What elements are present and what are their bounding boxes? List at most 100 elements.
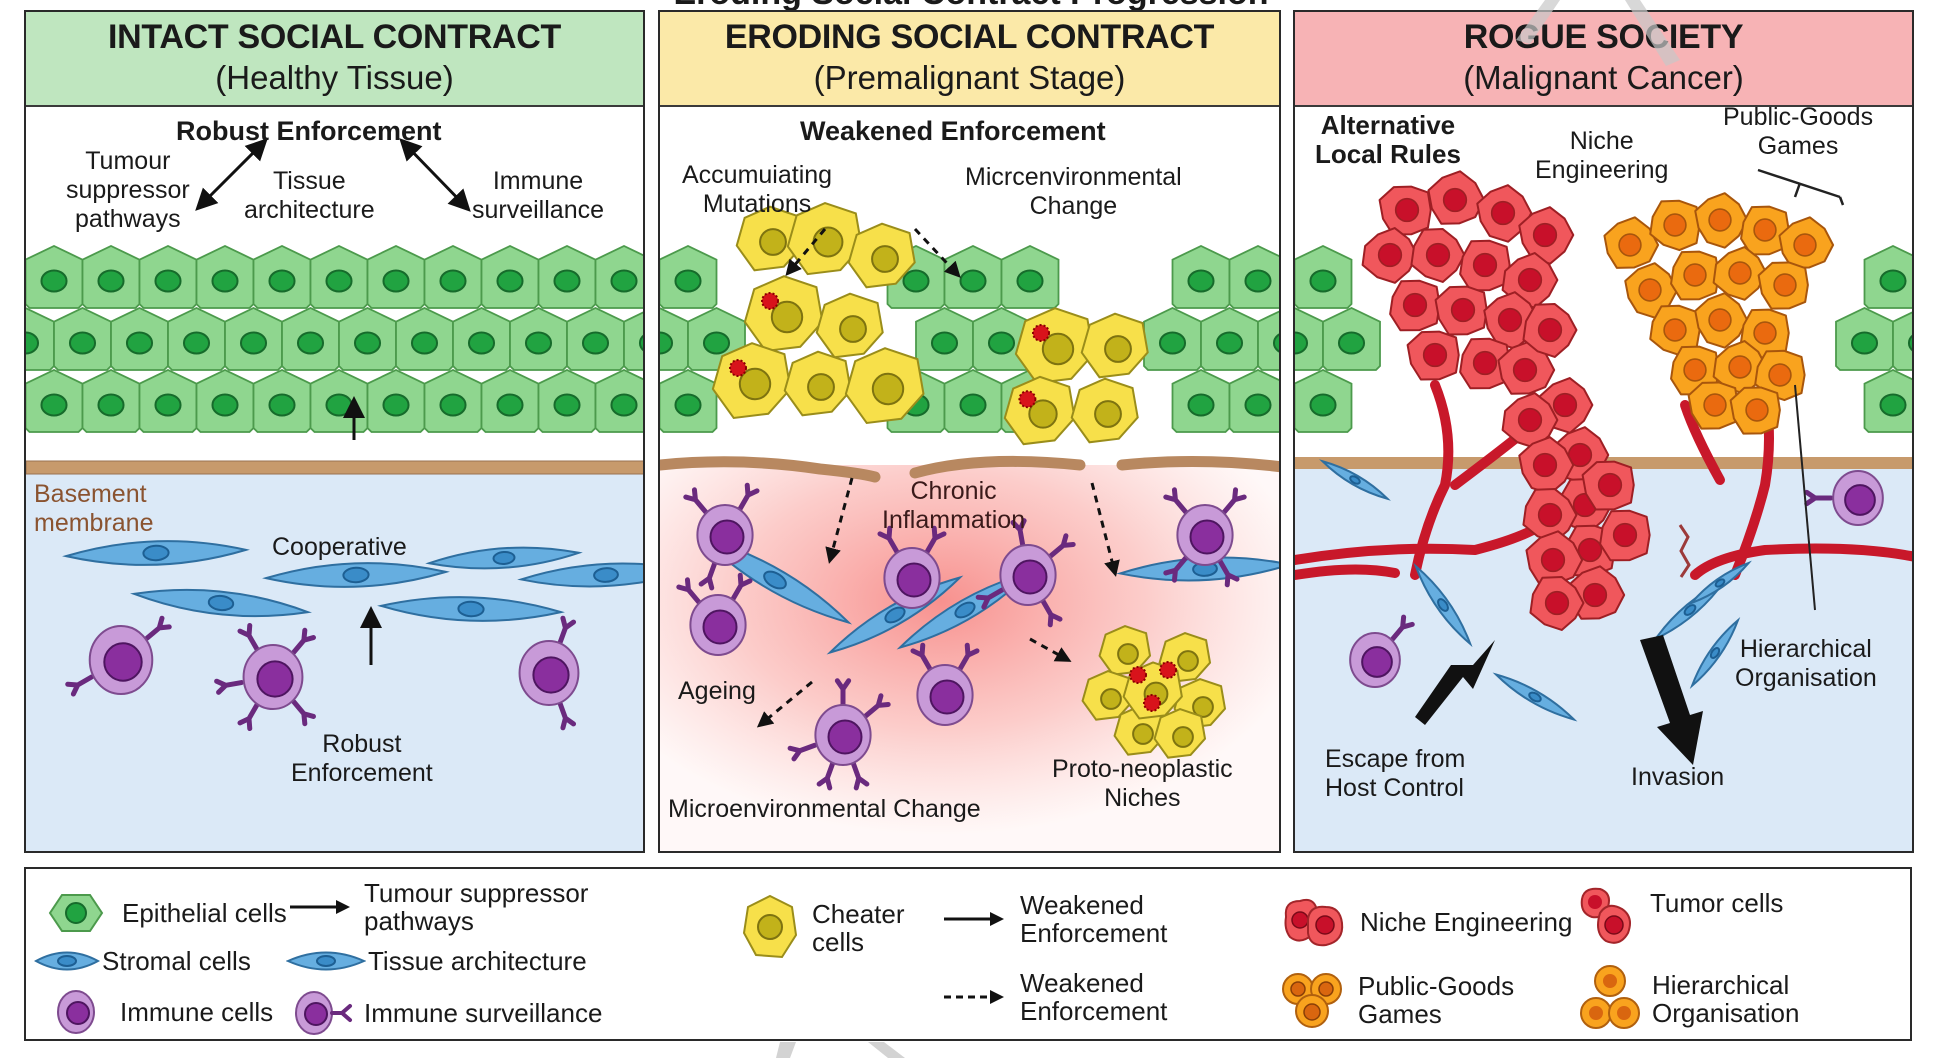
epithelial-cell [195, 245, 255, 309]
legend-label: Immune cells [120, 997, 274, 1027]
blood-vessel [1295, 564, 1400, 580]
legend-label: Tissue architecture [368, 946, 587, 976]
epithelial-cell [1892, 311, 1912, 371]
tumor-cell [1410, 227, 1466, 283]
label-basement-membrane: Basement membrane [34, 480, 154, 537]
tumor-cells-icon [1580, 887, 1631, 944]
cheater-cell [1070, 377, 1139, 444]
immune-cell [683, 482, 760, 591]
epithelium-layer [26, 245, 643, 433]
mutation-mark [729, 359, 747, 377]
tumor-cell [1518, 206, 1575, 265]
label-accumulating-mutations: Accumuiating Mutations [682, 161, 833, 218]
immune-cells [1349, 470, 1884, 688]
public-goods-cell [1649, 304, 1701, 357]
legend-item-weakened-dashed: Weakened Enforcement [942, 969, 1167, 1025]
cheater-cell [735, 205, 804, 272]
immune-cell [910, 642, 980, 726]
public-goods-cell [1740, 205, 1790, 256]
legend-label: Hierarchical Organisation [1652, 970, 1800, 1028]
immune-cell [975, 518, 1076, 628]
legend-item-tissue-architecture: Tissue architecture [286, 947, 587, 975]
epithelial-cell [943, 369, 1003, 433]
solid-arrow-icon [290, 900, 350, 914]
label-ageing: Ageing [678, 677, 756, 705]
tumor-cell [1459, 239, 1511, 292]
figure-title-cut: Eroding Social Contract Progression [0, 0, 1942, 13]
stromal-cell [425, 546, 583, 570]
tumor-cell [1389, 279, 1441, 332]
epithelial-cell [26, 369, 84, 433]
blood-vessel [1410, 380, 1454, 580]
basement-membrane-fragment [909, 455, 1086, 479]
label-cooperative: Cooperative [272, 533, 407, 561]
double-arrow-tumour-suppressor [195, 138, 268, 211]
immune-cell [1163, 487, 1247, 588]
epithelial-cell [1228, 245, 1279, 309]
proto-neoplastic-niche [1081, 625, 1227, 759]
dashed-arrow-icon [944, 990, 1004, 1004]
tumor-cell [1581, 460, 1635, 511]
epithelial-cell [81, 245, 141, 309]
label-alternative-local-rules: Alternative Local Rules [1315, 110, 1461, 169]
legend-item-immune-surveillance: Immune surveillance [292, 989, 602, 1037]
epithelial-cell [366, 245, 426, 309]
immune-receptor-cell-icon [295, 991, 352, 1035]
niche-cheater-cell [1098, 625, 1152, 676]
epithelial-cell [81, 369, 141, 433]
pointer-hierarchical [1794, 384, 1816, 611]
epithelial-cell [167, 307, 226, 371]
legend-label: Epithelial cells [122, 898, 287, 928]
tumor-cell [1378, 185, 1432, 236]
public-goods-cell [1754, 349, 1806, 402]
legend-item-stromal: Stromal cells [34, 947, 251, 975]
epithelial-cell [915, 307, 974, 371]
epithelial-cell-icon [48, 894, 104, 932]
tumor-cell [1406, 330, 1460, 381]
panel-illustration: Alternative Local Rules Niche Engineerin… [1295, 103, 1912, 851]
invasion-arrow [1640, 635, 1703, 765]
cheater-cell [783, 350, 852, 417]
epithelial-cell [110, 307, 169, 371]
immune-cells [676, 482, 1247, 791]
tumor-cell [1518, 436, 1575, 495]
panel-subtitle: (Healthy Tissue) [215, 59, 454, 96]
epithelium-layer [1295, 245, 1912, 433]
epithelial-cell [281, 307, 340, 371]
legend-item-immune: Immune cells [54, 989, 273, 1035]
premalignant-illustration [660, 201, 1279, 851]
legend-label: Immune surveillance [364, 998, 603, 1028]
public-goods-cell [1670, 250, 1720, 301]
mutation-mark [1018, 390, 1037, 409]
epithelial-cell [1863, 369, 1912, 433]
panel-header: INTACT SOCIAL CONTRACT (Healthy Tissue) [26, 12, 643, 107]
double-arrow-immune-surveillance [399, 138, 471, 212]
epithelial-cell [366, 369, 426, 433]
cheater-cell [743, 275, 824, 353]
epithelial-cell [1295, 369, 1353, 433]
mutation-mark [1143, 694, 1161, 712]
label-tissue-architecture: Tissue architecture [244, 167, 375, 224]
panel-subtitle: (Malignant Cancer) [1463, 59, 1744, 96]
legend-label: Stromal cells [102, 946, 251, 976]
epithelial-cell [660, 245, 718, 309]
tumor-cell [1501, 392, 1559, 449]
label-hierarchical-organisation: Hierarchical Organisation [1735, 635, 1877, 692]
dashed-arrow-inflammation-left [825, 477, 854, 564]
legend-label: Tumor cells [1650, 888, 1784, 918]
epithelial-cell [594, 369, 643, 433]
immune-cell [676, 572, 753, 656]
epithelial-cell [224, 307, 283, 371]
epithelial-cell [594, 245, 643, 309]
stromal-cell [517, 562, 643, 588]
public-goods-cell [1712, 340, 1768, 395]
bracket-public-goods [1757, 168, 1845, 206]
tumor-cell [1525, 530, 1584, 585]
epithelial-cell [195, 369, 255, 433]
niche-cheater-cell [1153, 708, 1207, 759]
epithelial-cell [1835, 307, 1894, 371]
immune-cell [787, 678, 891, 791]
public-goods-cell [1624, 262, 1679, 319]
stromal-cell [1492, 672, 1578, 722]
panel-subtitle: (Premalignant Stage) [813, 59, 1126, 96]
